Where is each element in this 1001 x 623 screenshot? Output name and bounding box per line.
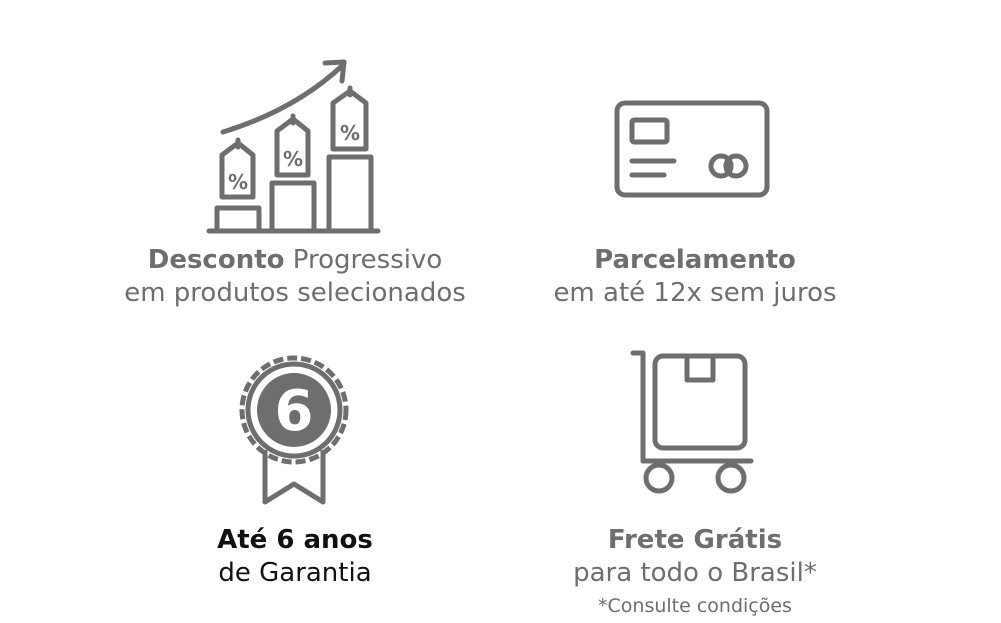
feature-installments-title: Parcelamento bbox=[594, 245, 796, 275]
discount-tags-chart-icon: % % % bbox=[206, 59, 381, 234]
feature-shipping-note: *Consulte condições bbox=[598, 595, 792, 617]
feature-shipping-title: Frete Grátis bbox=[607, 525, 783, 555]
feature-shipping-subtitle: para todo o Brasil* bbox=[573, 558, 817, 588]
feature-discount-title-rest: Progressivo bbox=[284, 245, 443, 275]
svg-text:%: % bbox=[340, 121, 360, 145]
feature-warranty-subtitle: de Garantia bbox=[218, 558, 372, 588]
credit-card-icon bbox=[614, 100, 770, 198]
feature-discount-title-bold: Desconto bbox=[147, 245, 285, 275]
warranty-badge-icon: 6 bbox=[239, 355, 349, 505]
feature-discount-subtitle: em produtos selecionados bbox=[124, 278, 466, 308]
svg-text:%: % bbox=[283, 147, 303, 171]
delivery-cart-icon bbox=[630, 350, 754, 494]
feature-installments-subtitle: em até 12x sem juros bbox=[553, 278, 837, 308]
badge-number: 6 bbox=[275, 379, 314, 444]
svg-text:%: % bbox=[228, 170, 248, 194]
feature-discount-title: Desconto Progressivo bbox=[80, 245, 510, 275]
feature-warranty-title: Até 6 anos bbox=[217, 525, 373, 555]
